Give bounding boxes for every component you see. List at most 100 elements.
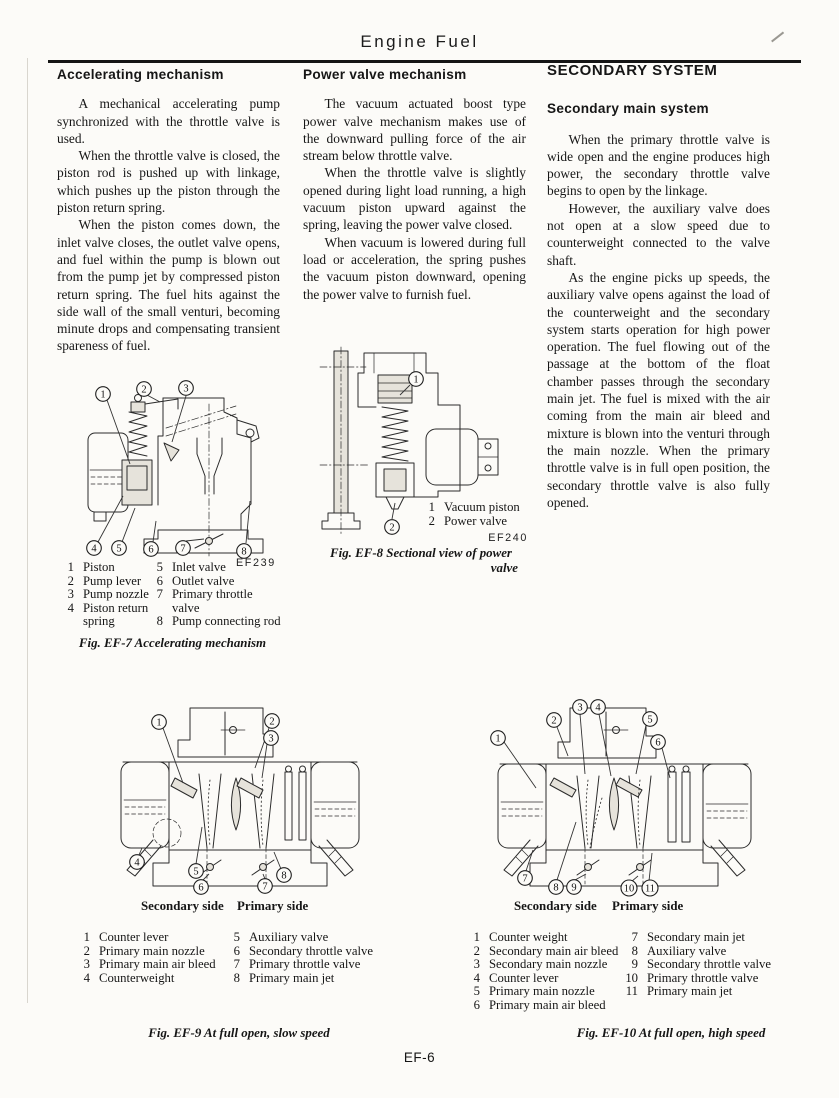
ef7-figure-code: EF239: [236, 557, 276, 569]
ef8-linework: [319, 346, 499, 535]
ef8-caption-line1: Fig. EF-8 Sectional view of power: [330, 546, 512, 560]
callout-5: 5: [642, 711, 658, 727]
ef8-caption: Fig. EF-8 Sectional view of power valve: [320, 546, 522, 575]
svg-text:7: 7: [522, 874, 527, 885]
legend-number: 4: [473, 970, 480, 985]
ef8-diagram: 1 2: [319, 346, 499, 535]
ef9-linework: [120, 707, 360, 887]
ef10-leader-lines: [503, 713, 671, 883]
column-secondary-system: SECONDARY SYSTEM Secondary main system W…: [547, 62, 770, 511]
legend-label: Pump lever: [83, 573, 142, 588]
subsection-heading-secondary-main: Secondary main system: [547, 101, 709, 117]
legend-label: Piston return spring: [83, 600, 149, 629]
legend-number: 6: [473, 997, 480, 1012]
ef10-primary-side-label: Primary side: [612, 899, 684, 913]
paragraph: When the piston comes down, the inlet va…: [57, 217, 280, 354]
legend-label: Primary main nozzle: [99, 943, 205, 958]
legend-item: 1 Piston: [62, 560, 154, 575]
paragraph: A mechanical accelerating pump synchroni…: [57, 96, 280, 146]
legend-number: 3: [473, 957, 480, 972]
ef8-caption-line2: valve: [490, 560, 518, 575]
ef7-caption: Fig. EF-7 Accelerating mechanism: [78, 636, 267, 650]
legend-number: 4: [67, 600, 74, 615]
legend-number: 1: [67, 560, 74, 574]
svg-text:5: 5: [116, 544, 121, 555]
legend-number: 2: [428, 513, 435, 528]
ef10-diagram: 1 2 3 4 5 6 7 8 9 10 11: [490, 699, 752, 897]
callout-6: 6: [650, 734, 666, 750]
callout-10: 10: [620, 879, 638, 897]
svg-text:4: 4: [134, 858, 140, 869]
legend-label: Pump nozzle: [83, 587, 149, 602]
legend-number: 5: [233, 930, 240, 944]
scan-artifact-left-line: [27, 58, 28, 1003]
section-heading-power-valve: Power valve mechanism: [303, 67, 467, 82]
legend-number: 2: [83, 943, 90, 958]
legend-item: 3 Secondary main nozzle: [468, 958, 628, 972]
paragraph: The vacuum actuated boost type power val…: [303, 96, 526, 164]
svg-text:8: 8: [553, 883, 558, 894]
paragraph: When the throttle valve is slightly open…: [303, 165, 526, 233]
section-heading-secondary-system: SECONDARY SYSTEM: [547, 62, 718, 79]
svg-text:6: 6: [148, 545, 153, 556]
svg-text:1: 1: [495, 734, 500, 745]
legend-number: 1: [428, 500, 435, 514]
legend-number: 3: [83, 957, 90, 972]
legend-label: Piston: [83, 560, 115, 574]
legend-label: Primary main air bleed: [489, 997, 606, 1012]
legend-label: Counter lever: [489, 970, 559, 985]
ef10-caption: Fig. EF-10 At full open, high speed: [576, 1026, 766, 1040]
legend-label: Auxiliary valve: [249, 930, 329, 944]
legend-number: 8: [156, 614, 163, 629]
ef10-secondary-side-label: Secondary side: [514, 899, 597, 913]
paragraph: As the engine picks up speeds, the auxil…: [547, 269, 770, 510]
ef9-diagram: 1 2 3 4 5 6 7 8: [120, 707, 360, 895]
svg-text:3: 3: [577, 703, 582, 714]
ef9-primary-side-label: Primary side: [237, 899, 309, 913]
ef7-linework: [87, 394, 264, 557]
svg-text:11: 11: [645, 884, 655, 895]
svg-text:1: 1: [100, 390, 105, 401]
legend-label: Pump connecting rod: [172, 614, 281, 629]
legend-label: Primary main air bleed: [99, 957, 216, 972]
svg-text:4: 4: [595, 703, 601, 714]
legend-label: Secondary throttle valve: [647, 957, 772, 972]
callout-6: 6: [193, 879, 209, 895]
legend-number: 1: [473, 930, 480, 944]
svg-text:7: 7: [180, 544, 185, 555]
callout-4: 4: [590, 699, 606, 715]
legend-label: Secondary main nozzle: [489, 957, 608, 972]
svg-text:2: 2: [269, 717, 274, 728]
legend-label: Outlet valve: [172, 573, 235, 588]
legend-number: 11: [625, 984, 638, 999]
svg-text:8: 8: [241, 547, 246, 558]
legend-number: 5: [473, 984, 480, 999]
svg-text:6: 6: [198, 883, 203, 894]
page-number: EF-6: [403, 1050, 436, 1065]
svg-text:7: 7: [262, 882, 267, 893]
callout-6: 6: [143, 541, 159, 557]
legend-item: 2 Primary main nozzle: [78, 943, 228, 959]
paragraph: However, the auxiliary valve does not op…: [547, 200, 770, 268]
legend-label: Secondary main jet: [647, 930, 745, 944]
svg-text:1: 1: [413, 375, 418, 386]
legend-label: Counterweight: [99, 970, 175, 985]
ef9-secondary-side-label: Secondary side: [141, 899, 224, 913]
legend-label: Auxiliary valve: [647, 943, 727, 958]
